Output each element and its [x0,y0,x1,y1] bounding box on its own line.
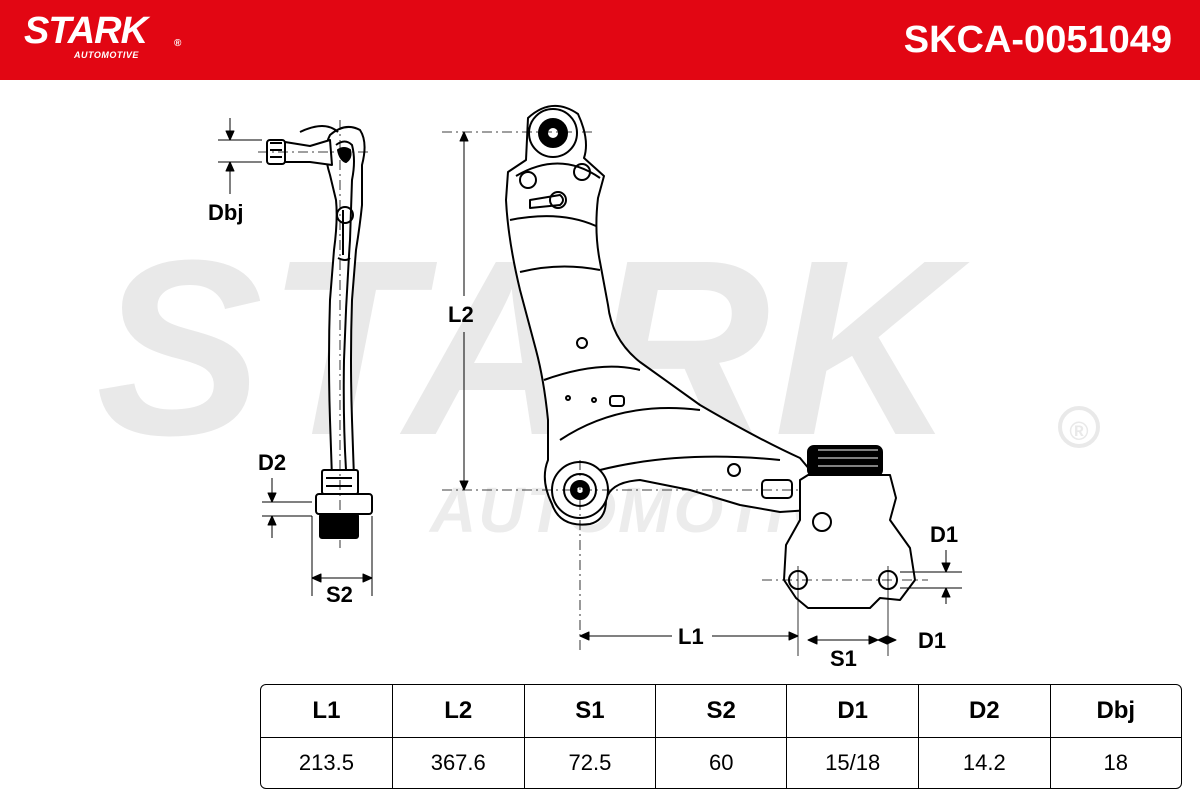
dimension-lines [218,118,962,645]
spec-header-d1: D1 [787,685,920,738]
header-bar: STARK ® AUTOMOTIVE SKCA-0051049 [0,0,1200,80]
dim-label-l1: L1 [678,624,704,649]
side-view-drawing [258,120,373,548]
dim-label-d1-bottom: D1 [918,628,946,653]
spec-header-s1: S1 [524,685,657,738]
dim-label-dbj: Dbj [208,200,243,225]
spec-table: L1 L2 S1 S2 D1 D2 Dbj 213.5 367.6 72.5 6… [260,684,1182,789]
spec-value-s1: 72.5 [525,738,657,788]
spec-header-row: L1 L2 S1 S2 D1 D2 Dbj [261,685,1181,738]
dim-label-s2: S2 [326,582,353,607]
spec-value-d2: 14.2 [919,738,1051,788]
plan-view-drawing [442,105,928,656]
spec-value-s2: 60 [656,738,788,788]
brand-subtitle: AUTOMOTIVE [74,50,139,60]
watermark-registered-mark: ® [1058,406,1100,448]
spec-value-l2: 367.6 [393,738,525,788]
part-number: SKCA-0051049 [903,19,1172,61]
spec-header-d2: D2 [919,685,1051,738]
spec-value-dbj: 18 [1103,750,1129,775]
dim-label-s1: S1 [830,646,857,671]
dim-label-l2: L2 [448,302,474,327]
brand-name: STARK [24,10,148,52]
spec-header-l1: L1 [261,685,393,738]
spec-header-l2: L2 [392,685,525,738]
dim-label-d1-top: D1 [930,522,958,547]
brand-registered-mark: ® [174,38,182,49]
spec-value-d1: 15/18 [787,738,920,788]
stark-logo: STARK ® AUTOMOTIVE [24,10,181,60]
technical-drawing: Dbj D2 S2 L2 D1 L1 S1 D1 [208,105,962,671]
spec-header-s2: S2 [656,685,788,738]
dim-label-d2: D2 [258,450,286,475]
spec-value-l1: 213.5 [261,738,393,788]
spec-value-row: 213.5 367.6 72.5 60 15/18 14.2 18 [261,738,1181,788]
spec-header-dbj: Dbj [1050,685,1181,738]
